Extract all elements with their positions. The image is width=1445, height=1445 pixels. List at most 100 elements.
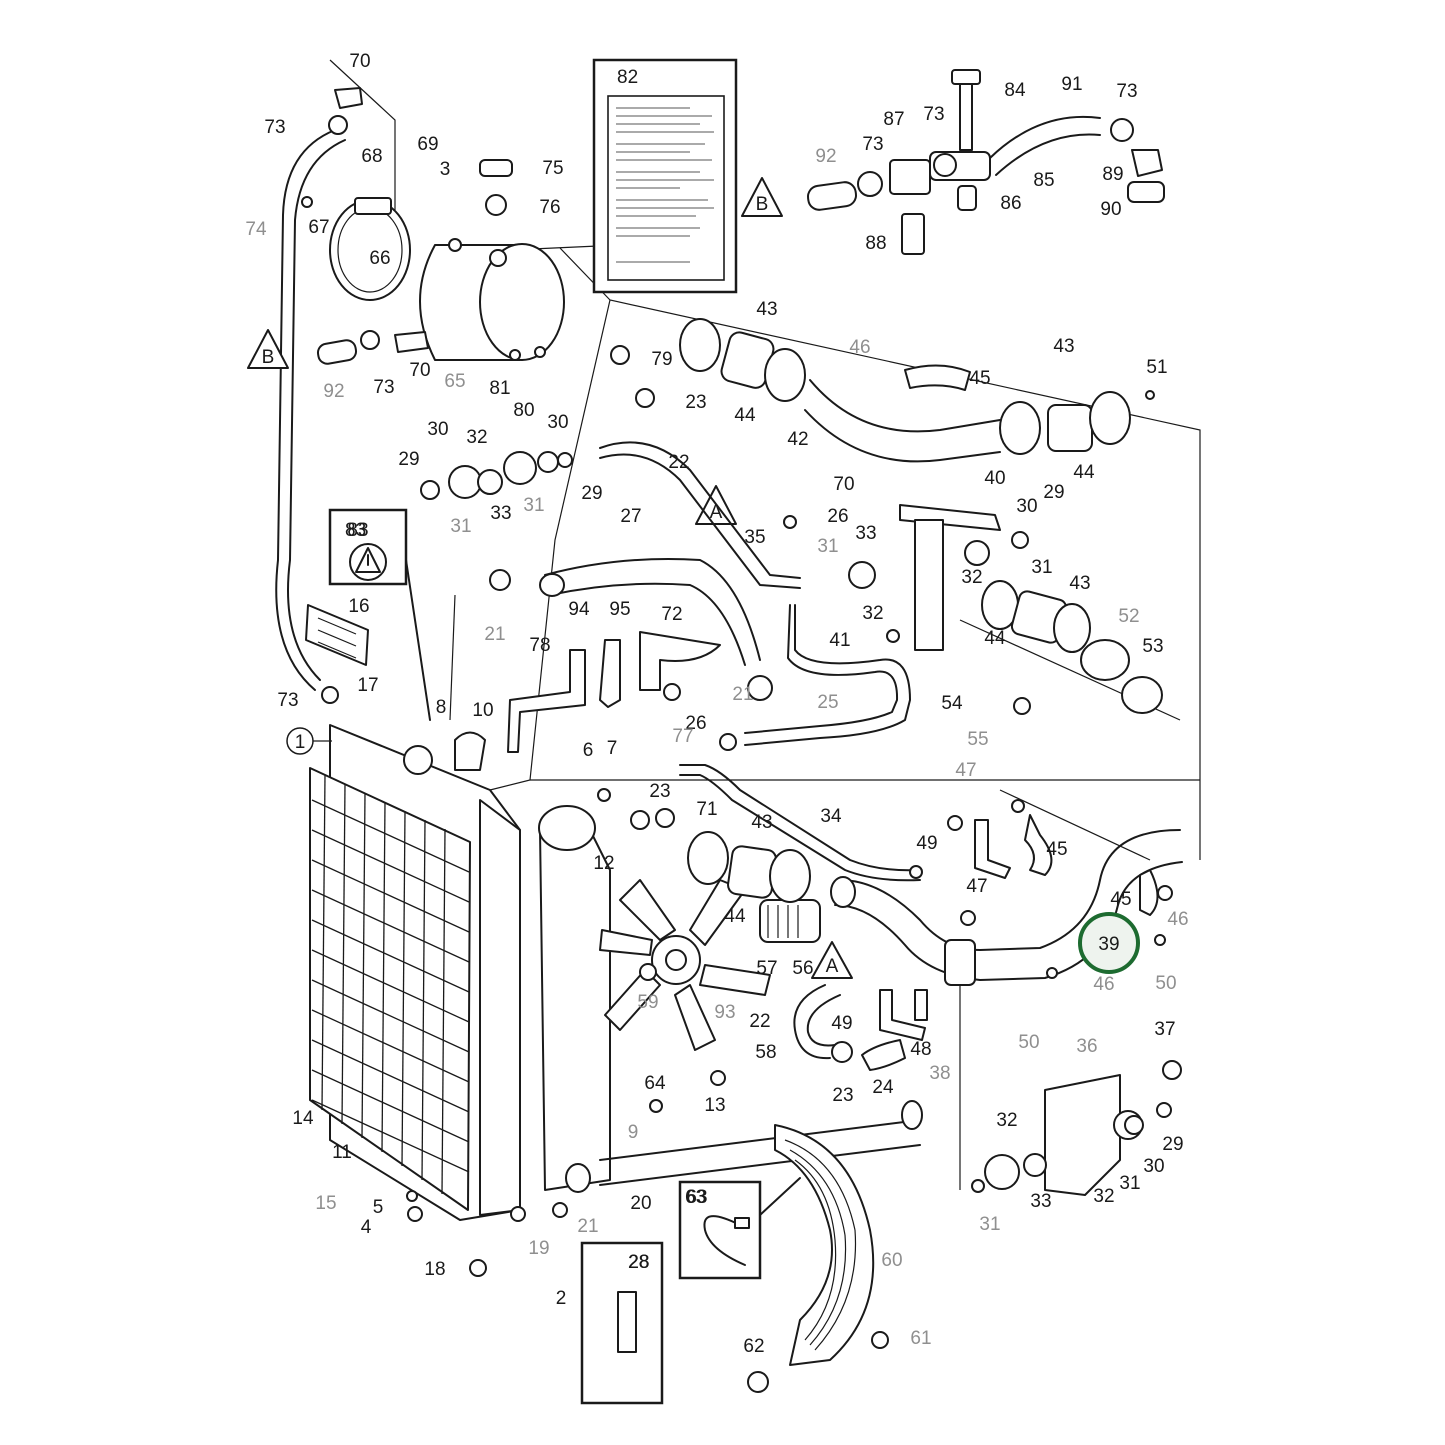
part-label: 31 (1031, 557, 1052, 578)
part-label: 74 (245, 219, 267, 240)
part-label: 21 (577, 1216, 598, 1237)
part-label: 18 (424, 1259, 445, 1280)
part-label: 46 (1167, 909, 1188, 930)
part-label: 93 (714, 1002, 735, 1023)
part-label: 53 (1142, 636, 1163, 657)
brackets-45-48-49 (879, 364, 1159, 1041)
part-label: 51 (1146, 357, 1167, 378)
part-label: 6 (583, 740, 594, 761)
reference-triangle-b-left (247, 329, 289, 369)
part-label: 20 (630, 1193, 651, 1214)
highlight-part-39[interactable]: 39 (1078, 912, 1140, 974)
part-label: 38 (929, 1063, 950, 1084)
part-label[interactable]: 63 (686, 1187, 707, 1208)
triangle-label: B (262, 347, 275, 368)
detail-box-63 (678, 1177, 801, 1280)
part-label: 11 (332, 1142, 352, 1163)
radiator-grid (311, 774, 470, 1195)
part-label: 10 (472, 700, 493, 721)
part-label: 73 (923, 104, 944, 125)
part-label: 49 (831, 1013, 852, 1034)
part-label: 32 (961, 567, 982, 588)
part-label: 95 (609, 599, 630, 620)
part-label: 75 (542, 158, 563, 179)
part-label: 62 (743, 1336, 764, 1357)
part-label: 85 (1033, 170, 1054, 191)
part-label: 88 (865, 233, 886, 254)
part-label: 67 (308, 217, 329, 238)
part-label: 49 (916, 833, 937, 854)
hose-clamp-66 (329, 197, 411, 301)
detail-box-28 (580, 1241, 664, 1405)
part-label: 4 (361, 1217, 372, 1238)
fan-93 (599, 879, 771, 1051)
warning-box-83 (328, 508, 431, 721)
part-label: 25 (817, 692, 838, 713)
clamps-center (687, 831, 811, 903)
part-label: 23 (649, 781, 670, 802)
part-label: 73 (277, 690, 298, 711)
expansion-tank (419, 238, 565, 361)
top-right-fittings (806, 69, 1165, 255)
part-label: 3 (440, 159, 451, 180)
small-parts (301, 159, 1182, 1393)
part-label: 89 (1102, 164, 1123, 185)
part-label: 94 (568, 599, 590, 620)
part-label: 23 (685, 392, 706, 413)
part-label: 68 (361, 146, 382, 167)
part-label: 52 (1118, 606, 1139, 627)
part-label: 64 (644, 1073, 666, 1094)
part-label: 84 (1004, 80, 1026, 101)
part-label: 61 (910, 1328, 931, 1349)
part-label: 31 (979, 1214, 1000, 1235)
part-label: 54 (941, 693, 963, 714)
part-label: 55 (967, 729, 988, 750)
part-label: 92 (815, 146, 836, 167)
clamps-right-mid (981, 580, 1163, 714)
leader-lines (329, 59, 1201, 1190)
document-82 (592, 58, 738, 294)
grey-part-labels: 74 92 65 31 31 21 77 25 21 9 15 19 21 59… (245, 146, 1188, 1349)
part-label: 21 (484, 624, 505, 645)
part-label: 77 (672, 726, 693, 747)
part-label: 22 (749, 1011, 770, 1032)
part-label: 70 (409, 360, 430, 381)
part-label: 7 (607, 738, 618, 759)
part-label: 31 (1119, 1173, 1140, 1194)
triangle-label: A (826, 956, 839, 977)
part-label: 58 (755, 1042, 776, 1063)
detail-label: 63 (685, 1187, 706, 1208)
part-label: 50 (1018, 1032, 1039, 1053)
part-label: 45 (969, 368, 990, 389)
part-label: 71 (696, 799, 717, 820)
part-label: 32 (996, 1110, 1017, 1131)
part-label: 19 (528, 1238, 549, 1259)
part-label: 46 (1093, 974, 1114, 995)
part-label: 57 (756, 958, 777, 979)
pipe-34 (679, 764, 921, 882)
part-label: 34 (820, 806, 842, 827)
part-label: 47 (955, 760, 976, 781)
triangle-label: B (756, 194, 769, 215)
part-label: 29 (1043, 482, 1064, 503)
part-label: 48 (910, 1039, 931, 1060)
pump-56-57 (759, 899, 821, 943)
part-label: 60 (881, 1250, 902, 1271)
part-label: 37 (1154, 1019, 1175, 1040)
part-label: 42 (787, 429, 808, 450)
brackets-94-95-72 (507, 631, 721, 753)
part-label: 44 (734, 405, 756, 426)
part-label: 73 (862, 134, 883, 155)
part-label: 73 (1116, 81, 1137, 102)
callout-1: 1 (286, 727, 332, 755)
part-label: 43 (1053, 336, 1074, 357)
part-label: 36 (1076, 1036, 1097, 1057)
part-label: 14 (292, 1108, 314, 1129)
part-label: 72 (661, 604, 682, 625)
part-label: 33 (1030, 1191, 1051, 1212)
part-label: 91 (1061, 74, 1082, 95)
part-label: 21 (732, 684, 753, 705)
part-label: 32 (1093, 1186, 1114, 1207)
part-label: 26 (685, 713, 706, 734)
hose-92-left (316, 330, 429, 365)
